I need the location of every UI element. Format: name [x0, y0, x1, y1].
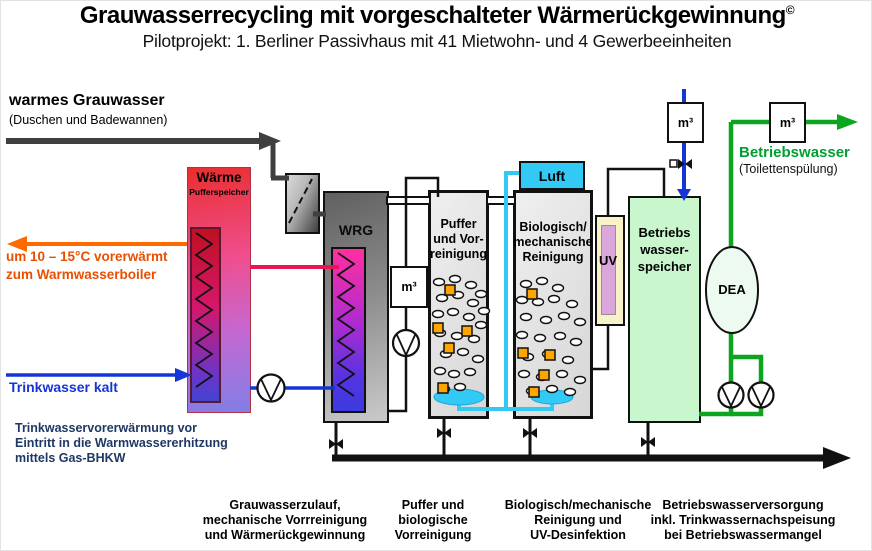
- service-tank-label-line1: Betriebs: [638, 225, 691, 240]
- service-tank-label-line2: wasser-: [640, 242, 689, 257]
- cold-water-label: Trinkwasser kalt: [9, 379, 118, 395]
- page-title: Grauwasserrecycling mit vorgeschalteter …: [1, 2, 871, 30]
- service-water-outlet-label: Betriebswasser: [739, 144, 850, 161]
- bio-tank-label-line3: Reinigung: [522, 250, 584, 264]
- buffer-tank-label-line1: Puffer: [440, 217, 477, 231]
- buffer-tank-label-line2: und Vor-: [433, 232, 484, 246]
- caption2-line2: biologische: [398, 513, 468, 527]
- air-supply-box: Luft: [519, 161, 585, 190]
- bio-tank-label: Biologisch/ mechanische Reinigung: [513, 220, 593, 265]
- pump-icon: [747, 381, 775, 409]
- caption1-line2: mechanische Vorrreinigung: [202, 513, 368, 527]
- wrg-label: WRG: [338, 222, 374, 238]
- greywater-inlet-label: warmes Grauwasser: [9, 92, 165, 109]
- heat-buffer-coil-chamber: [190, 227, 221, 403]
- caption2-line1: Puffer und: [401, 498, 465, 512]
- flow-meter-label: m³: [677, 115, 694, 130]
- valve-icon: [329, 439, 343, 449]
- bio-tank-label-line1: Biologisch/: [519, 220, 587, 234]
- caption-bio-stage: Biologisch/mechanische Reinigung und UV-…: [499, 498, 657, 543]
- feed-valve-box: [669, 159, 678, 168]
- caption-greywater-stage: Grauwasserzulauf, mechanische Vorrreinig…: [184, 498, 386, 543]
- uv-disinfection-unit: [595, 215, 625, 326]
- pump-icon: [717, 381, 745, 409]
- caption3-line2: Reinigung und: [534, 513, 622, 527]
- service-tank-label-line3: speicher: [637, 259, 692, 274]
- dea-label: DEA: [718, 282, 746, 297]
- preheating-note-line3: mittels Gas-BHKW: [15, 451, 126, 465]
- valve-icon: [641, 437, 655, 447]
- copyright-mark: ©: [785, 3, 795, 17]
- flow-meter: m³: [390, 266, 428, 308]
- greywater-inlet-pipe: [6, 132, 326, 217]
- caption4-line3: bei Betriebswassermangel: [664, 528, 822, 542]
- caption4-line2: inkl. Trinkwassernachspeisung: [650, 513, 836, 527]
- drain-pipes: [332, 418, 851, 469]
- preheated-water-label-2: zum Warmwasserboiler: [6, 267, 157, 282]
- valve-icon: [678, 159, 692, 169]
- heat-buffer-title: Wärme: [196, 170, 242, 185]
- service-tank-label: Betriebs wasser- speicher: [628, 224, 701, 275]
- service-water-arrowhead: [837, 114, 858, 130]
- preheating-note-line1: Trinkwasservorerwärmung vor: [15, 421, 198, 435]
- buffer-tank-label: Puffer und Vor- reinigung: [428, 217, 489, 262]
- valve-icon: [437, 428, 451, 438]
- uv-label: UV: [598, 253, 618, 268]
- caption-service-stage: Betriebswasserversorgung inkl. Trinkwass…: [634, 498, 852, 543]
- caption2-line3: Vorreinigung: [394, 528, 472, 542]
- flow-meter-label: m³: [779, 115, 796, 130]
- greywater-inlet-sublabel: (Duschen und Badewannen): [9, 113, 168, 127]
- bio-tank-label-line2: mechanische: [513, 235, 593, 249]
- flow-meter: m³: [769, 102, 806, 143]
- page-subtitle: Pilotprojekt: 1. Berliner Passivhaus mit…: [142, 31, 732, 51]
- flow-meter: m³: [667, 102, 704, 143]
- mechanical-filter-icon: [285, 173, 320, 234]
- preheated-water-label-1: um 10 – 15°C vorerwärmt: [6, 249, 168, 264]
- valve-icon: [523, 428, 537, 438]
- pump-icon: [256, 373, 286, 403]
- buffer-tank-label-line3: reinigung: [430, 247, 487, 261]
- caption1-line3: und Wärmerückgewinnung: [204, 528, 366, 542]
- wrg-coil-chamber: [331, 247, 366, 413]
- flow-meter-label: m³: [401, 280, 417, 294]
- caption4-line1: Betriebswasserversorgung: [662, 498, 824, 512]
- page-title-text: Grauwasserrecycling mit vorgeschalteter …: [79, 2, 786, 29]
- air-supply-label: Luft: [538, 167, 566, 184]
- heat-buffer-subtitle: Pufferspeicher: [189, 187, 249, 197]
- preheating-note: Trinkwasservorerwärmung vor Eintritt in …: [15, 421, 228, 466]
- service-water-outlet-sublabel: (Toilettenspülung): [739, 162, 838, 176]
- preheating-note-line2: Eintritt in die Warmwassererhitzung: [15, 436, 228, 450]
- caption-buffer-stage: Puffer und biologische Vorreinigung: [378, 498, 488, 543]
- caption3-line1: Biologisch/mechanische: [504, 498, 652, 512]
- caption3-line3: UV-Desinfektion: [530, 528, 626, 542]
- uv-lamp: [601, 225, 616, 315]
- pump-icon: [391, 328, 421, 358]
- caption1-line1: Grauwasserzulauf,: [229, 498, 341, 512]
